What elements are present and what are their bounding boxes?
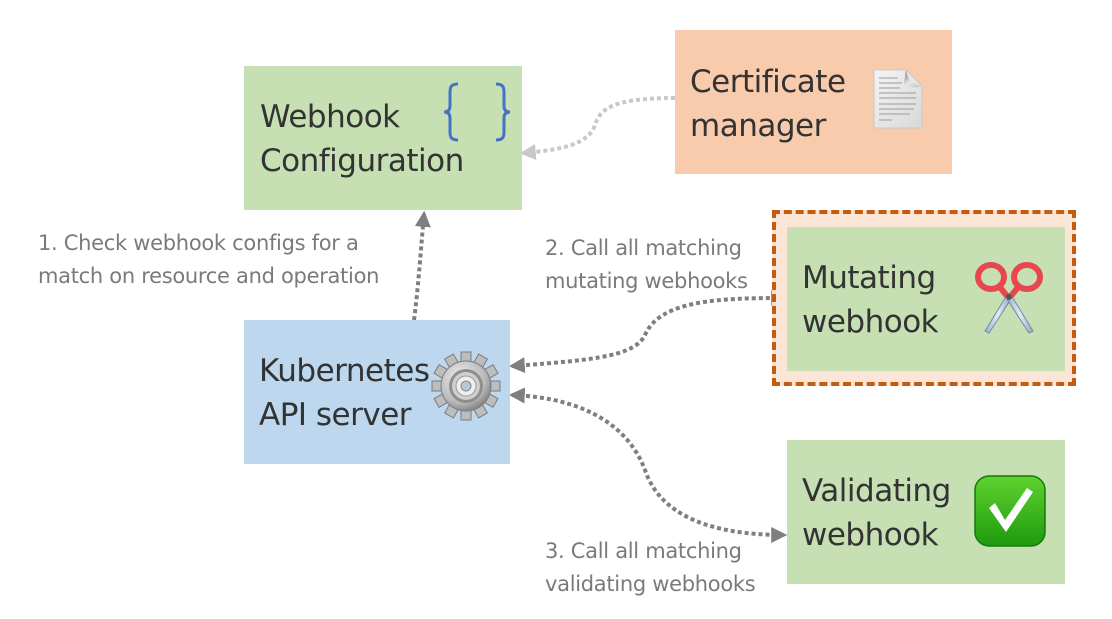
mutating-webhook-label: Mutating webhook xyxy=(802,260,939,340)
kubernetes-api-server-node: Kubernetes API server xyxy=(244,320,510,464)
check-mark-icon xyxy=(974,475,1046,547)
webhook-configuration-node: Webhook Configuration xyxy=(244,66,522,210)
step3-caption: 3. Call all matching validating webhooks xyxy=(545,539,756,596)
certificate-manager-label: Certificate manager xyxy=(690,64,846,144)
curly-braces-icon xyxy=(443,82,511,142)
scissors-icon xyxy=(975,262,1043,334)
kubernetes-api-server-label: Kubernetes API server xyxy=(259,353,430,433)
mutating-webhook-node: Mutating webhook xyxy=(787,227,1065,371)
webhook-configuration-label: Webhook Configuration xyxy=(260,99,464,179)
edge-api-validating xyxy=(508,387,788,543)
edge-api-to-config xyxy=(412,210,431,321)
edge-cert-to-config xyxy=(519,96,676,160)
gear-icon xyxy=(431,351,501,421)
document-icon xyxy=(873,69,923,129)
edge-api-mutating xyxy=(508,290,788,374)
certificate-manager-node: Certificate manager xyxy=(675,30,952,174)
validating-webhook-label: Validating webhook xyxy=(802,473,951,553)
step2-caption: 2. Call all matching mutating webhooks xyxy=(545,236,748,293)
validating-webhook-node: Validating webhook xyxy=(787,440,1065,584)
step1-caption: 1. Check webhook configs for a match on … xyxy=(38,231,380,288)
